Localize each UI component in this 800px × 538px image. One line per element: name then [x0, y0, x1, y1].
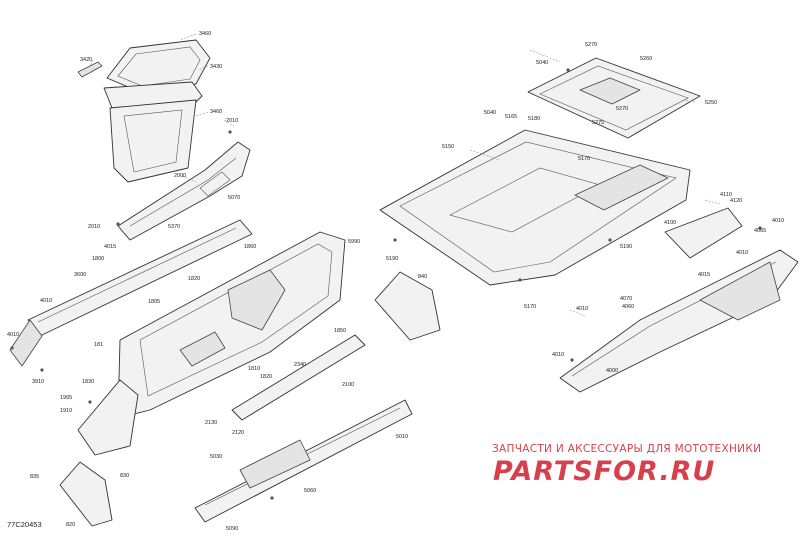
- callout-4010-e: 4010: [576, 306, 588, 312]
- callout-820: 820: [66, 522, 75, 528]
- callout-4010-c: 4010: [772, 218, 784, 224]
- callout-5010: 5010: [396, 434, 408, 440]
- callout-4120: 4120: [730, 198, 742, 204]
- callout-5030: 5030: [210, 454, 222, 460]
- callout-4015-b: 4015: [698, 272, 710, 278]
- callout-5370: 5370: [168, 224, 180, 230]
- lower-rails: [194, 334, 413, 523]
- callout-4065: 4065: [754, 228, 766, 234]
- callout-835: 835: [30, 474, 39, 480]
- callout-4010-f: 4010: [552, 352, 564, 358]
- callout-5170: 5170: [578, 156, 590, 162]
- callout-4100: 4100: [664, 220, 676, 226]
- callout-5070: 5070: [228, 195, 240, 201]
- callout-4010-d: 4010: [736, 250, 748, 256]
- callout-5150: 5150: [442, 144, 454, 150]
- callout-4110: 4110: [720, 192, 732, 198]
- callout-5170-b: 5170: [524, 304, 536, 310]
- callout-181: 181: [94, 342, 103, 348]
- callout-5180: 5180: [528, 116, 540, 122]
- callout-2120: 2120: [232, 430, 244, 436]
- callout-2010-b: 2010: [88, 224, 100, 230]
- callout-4010-b: 4010: [7, 332, 19, 338]
- callout-4015: 4015: [104, 244, 116, 250]
- callout-5260: 5260: [640, 56, 652, 62]
- callout-2010: 2010: [226, 118, 238, 124]
- leader-lines: [89, 33, 721, 317]
- diagram-reference-number: 77C20453: [7, 520, 42, 529]
- callout-2100: 2100: [342, 382, 354, 388]
- callout-5165: 5165: [505, 114, 517, 120]
- watermark-logo: PARTSFOR.RU: [493, 456, 716, 487]
- callout-4000: 4000: [606, 368, 618, 374]
- callout-830: 830: [120, 473, 129, 479]
- right-rail-assembly: [559, 207, 799, 393]
- callout-840: 840: [418, 274, 427, 280]
- callout-1860: 1860: [244, 244, 256, 250]
- callout-2340: 2340: [294, 362, 306, 368]
- callout-5060: 5060: [304, 488, 316, 494]
- floor-panel: [379, 129, 691, 286]
- callout-1800: 1800: [92, 256, 104, 262]
- callout-5190: 5190: [620, 244, 632, 250]
- callout-2000: 2000: [174, 173, 186, 179]
- callout-4010: 4010: [40, 298, 52, 304]
- callout-1810: 1810: [248, 366, 260, 372]
- rear-cargo-tray: [527, 57, 701, 139]
- callout-3460-b: 3460: [210, 109, 222, 115]
- callout-5270: 5270: [585, 42, 597, 48]
- callout-1910: 1910: [60, 408, 72, 414]
- small-bracket: [59, 461, 113, 527]
- callout-1820: 1820: [188, 276, 200, 282]
- callout-labels: 3460 3420 3430 3460 2010 2000 5070 5370 …: [7, 31, 784, 532]
- callout-1805: 1805: [148, 299, 160, 305]
- callout-1905: 1905: [60, 395, 72, 401]
- left-rail: [9, 219, 253, 367]
- callout-5990: 5990: [348, 239, 360, 245]
- callout-1820-b: 1820: [260, 374, 272, 380]
- callout-1850: 1850: [334, 328, 346, 334]
- callout-5250: 5250: [705, 100, 717, 106]
- callout-5040-b: 5040: [484, 110, 496, 116]
- callout-4060: 4060: [622, 304, 634, 310]
- callout-1830: 1830: [82, 379, 94, 385]
- main-body-panel: [77, 231, 346, 456]
- callout-3460: 3460: [199, 31, 211, 37]
- callout-3600: 3600: [74, 272, 86, 278]
- callout-3910: 3910: [32, 379, 44, 385]
- storage-box-assembly: [77, 39, 211, 183]
- callout-5040: 5040: [536, 60, 548, 66]
- callout-5270-b: 5270: [616, 106, 628, 112]
- callout-2130: 2130: [205, 420, 217, 426]
- callout-5275: 5275: [592, 120, 604, 126]
- callout-5190-b: 5190: [386, 256, 398, 262]
- watermark-tagline: ЗАПЧАСТИ И АКСЕССУАРЫ ДЛЯ МОТОТЕХНИКИ: [492, 443, 762, 455]
- fasteners: [10, 68, 762, 500]
- callout-3430: 3430: [210, 64, 222, 70]
- callout-4070: 4070: [620, 296, 632, 302]
- seat-bracket: [117, 141, 251, 241]
- bracket-840: [374, 271, 441, 341]
- callout-3420: 3420: [80, 57, 92, 63]
- callout-5090: 5090: [226, 526, 238, 532]
